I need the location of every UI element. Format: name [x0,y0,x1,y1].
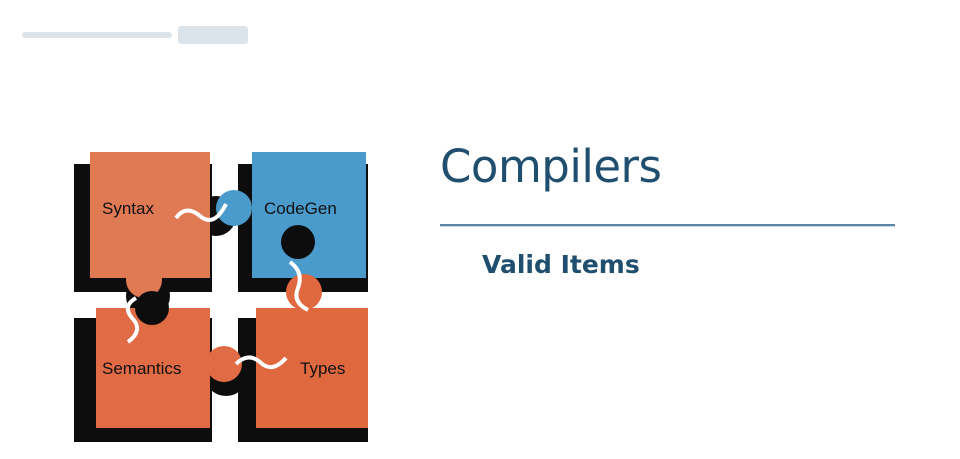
syntax-piece [90,152,210,298]
codegen-piece [216,152,366,278]
codegen-label: CodeGen [264,199,337,218]
syntax-label: Syntax [102,199,154,218]
slide-subtitle: Valid Items [482,250,640,279]
semantics-piece [96,291,242,428]
puzzle-graphic: Syntax CodeGen Semantics Types [66,146,376,442]
title-divider [440,224,895,227]
semantics-label: Semantics [102,359,181,378]
slide-title: Compilers [440,140,662,193]
watermark-logo [22,26,248,44]
types-label: Types [300,359,345,378]
types-piece [256,274,368,428]
